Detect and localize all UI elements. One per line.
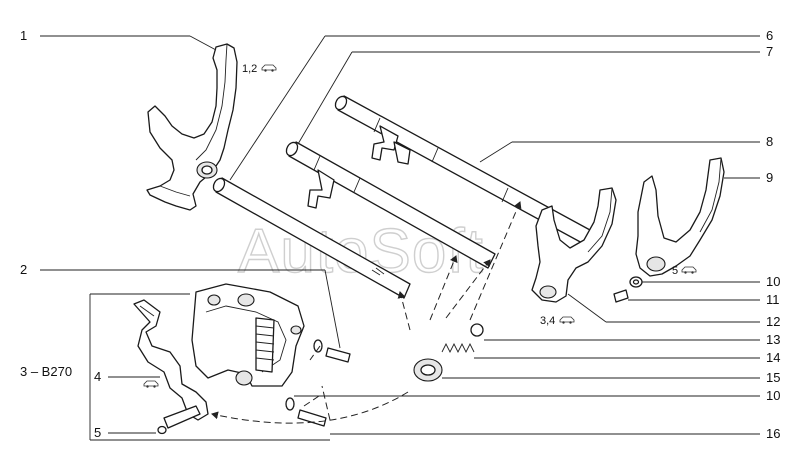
leader-lines: [40, 35, 760, 441]
callout-13: 13: [766, 332, 780, 347]
car-icon: [681, 266, 697, 275]
washer-10-lower: [285, 397, 295, 411]
screw-11: [613, 289, 629, 303]
assembly-paths: [211, 201, 522, 424]
callout-15: 15: [766, 370, 780, 385]
callout-16: 16: [766, 426, 780, 441]
plug-15: [413, 358, 443, 382]
callout-5: 5: [94, 425, 101, 440]
shaft-8: [334, 95, 591, 245]
callout-6: 6: [766, 28, 773, 43]
car-icon: [143, 380, 159, 389]
callout-2: 2: [20, 262, 27, 277]
spring-14: [441, 342, 475, 354]
callout-8: 8: [766, 134, 773, 149]
callout-12: 12: [766, 314, 780, 329]
fork-9: [635, 157, 725, 277]
washer-10-right: [629, 276, 643, 288]
fork-12: [531, 187, 617, 303]
callout-3: 3 – B270: [20, 364, 72, 379]
callout-4: 4: [94, 369, 101, 384]
callout-11: 11: [766, 292, 780, 307]
note-5: 5: [672, 265, 678, 277]
car-icon: [559, 316, 575, 325]
note-1-2: 1,2: [242, 63, 257, 75]
fork-1: [146, 43, 238, 211]
callout-10-upper: 10: [766, 274, 780, 289]
selector-mechanism-3: [191, 283, 305, 387]
callout-7: 7: [766, 44, 773, 59]
callout-9: 9: [766, 170, 773, 185]
car-icon: [261, 64, 277, 73]
ball-13: [470, 323, 484, 337]
callout-14: 14: [766, 350, 780, 365]
note-3-4: 3,4: [540, 315, 555, 327]
bolt-2: [313, 339, 351, 363]
callout-10-lower: 10: [766, 388, 780, 403]
bolt-16: [297, 409, 327, 427]
lever-4: [133, 299, 209, 421]
callout-1: 1: [20, 28, 27, 43]
shaft-7: [285, 141, 496, 269]
pin-5: [157, 405, 201, 435]
